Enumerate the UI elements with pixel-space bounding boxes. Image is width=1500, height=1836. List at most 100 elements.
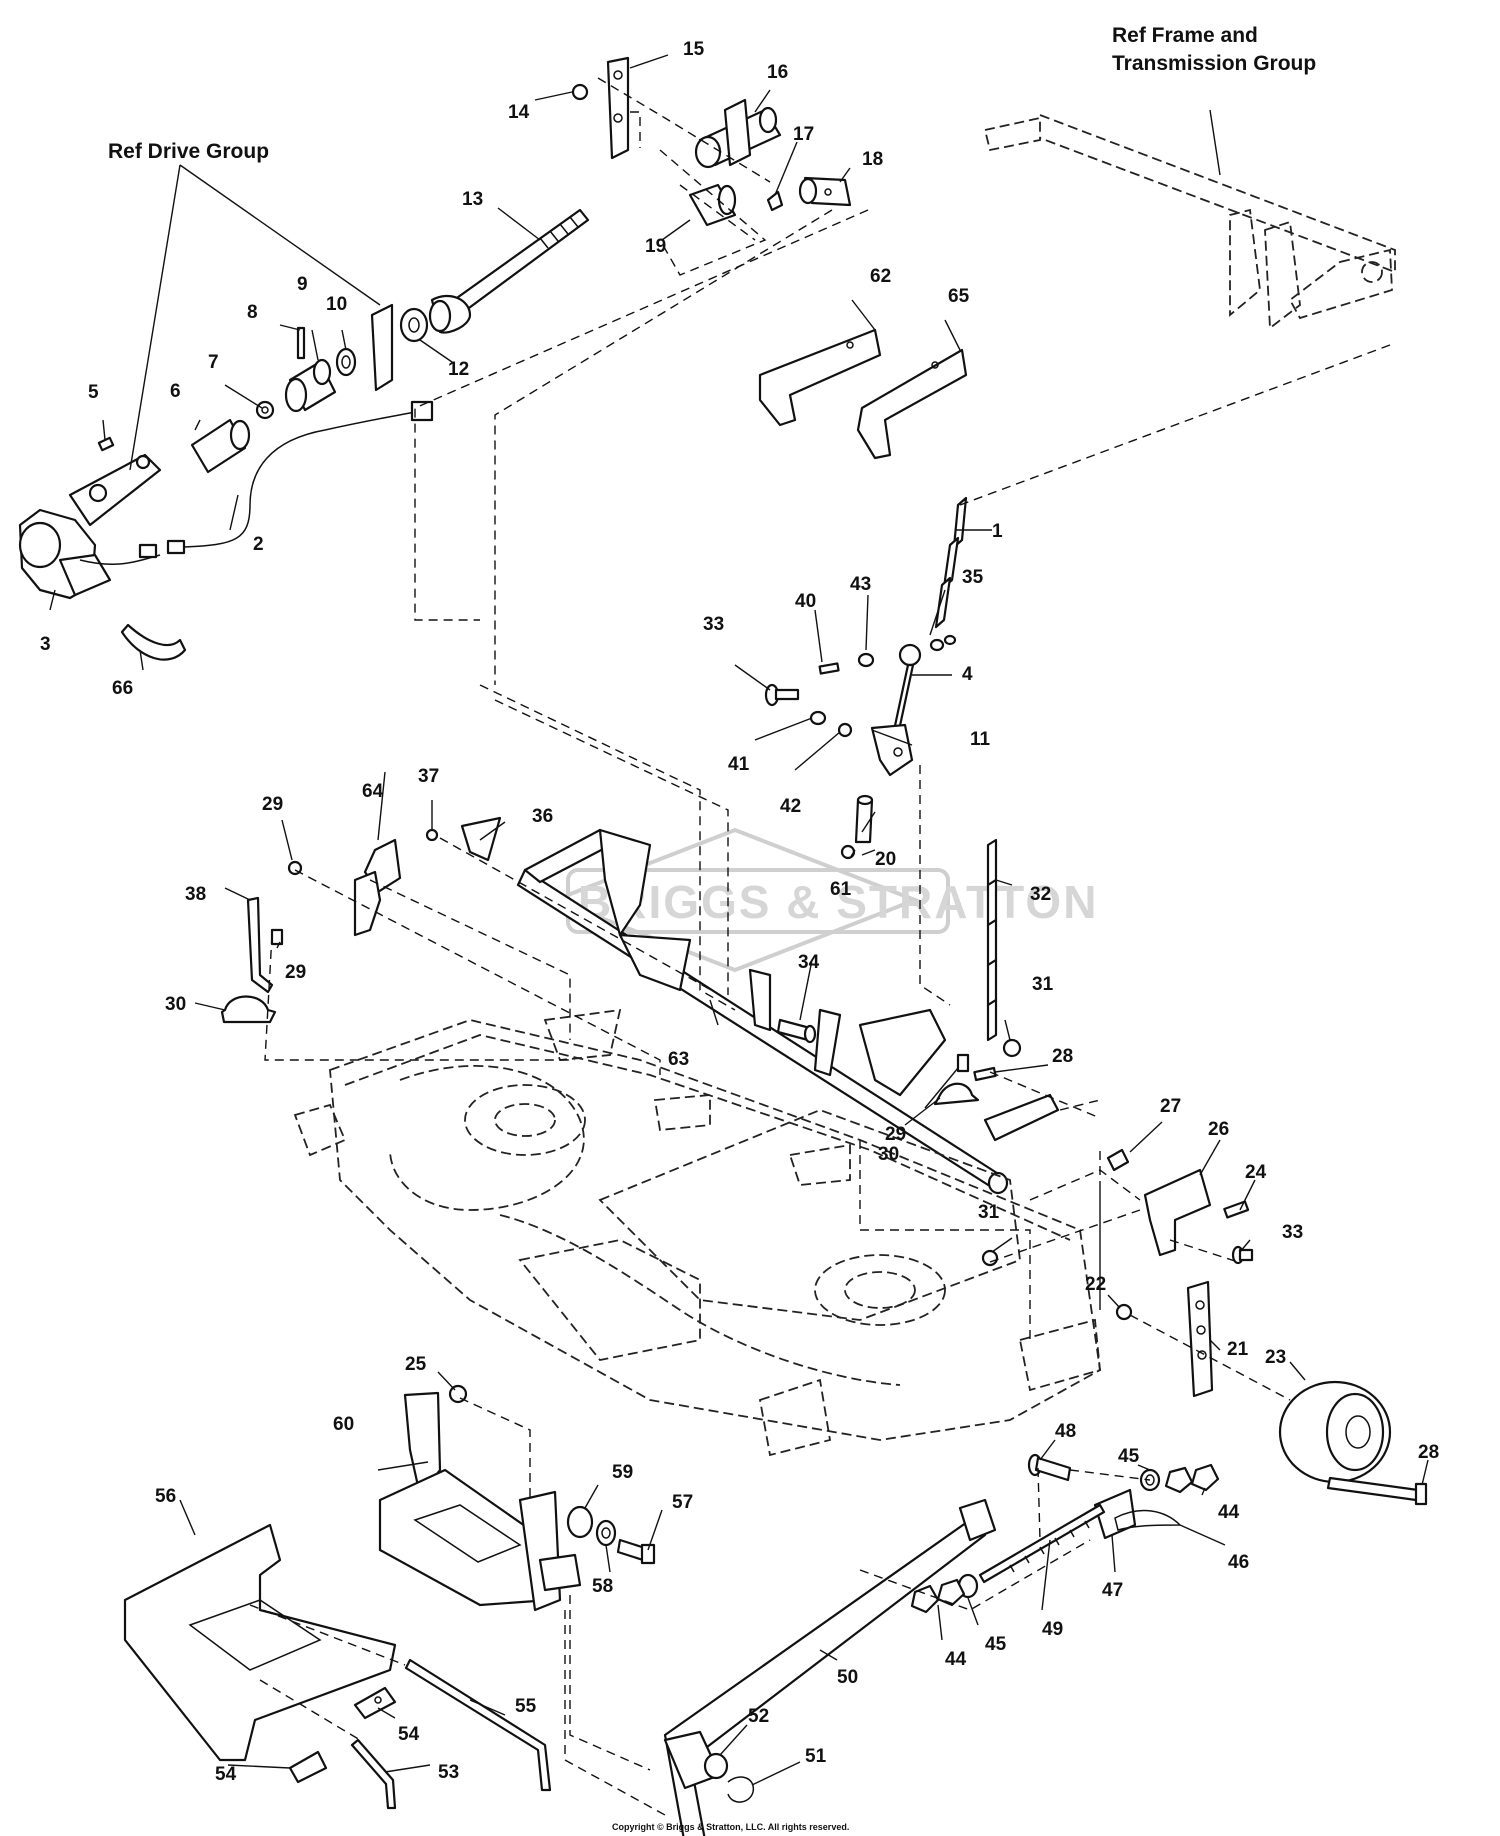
callout-54-lower: 54: [215, 1764, 237, 1785]
bolt-34-part: [776, 1018, 817, 1044]
latch-47-part: [1093, 1488, 1137, 1540]
callout-54: 54: [398, 1724, 420, 1745]
callout-10: 10: [326, 294, 347, 315]
callout-8: 8: [247, 302, 258, 323]
ref-frame-label-line1: Ref Frame and: [1112, 24, 1258, 47]
swivel-part: [798, 176, 852, 207]
wheel-bracket-21: [1186, 1280, 1214, 1398]
callout-42: 42: [780, 796, 801, 817]
chain-1-part: [934, 496, 968, 629]
callout-18: 18: [862, 149, 883, 170]
washer-43-part: [857, 652, 875, 668]
callout-52: 52: [748, 1706, 769, 1727]
electric-actuator-motor: [18, 453, 162, 600]
nut-7-part: [255, 400, 275, 420]
washer-35-part: [929, 634, 957, 652]
alignment-lines: [249, 77, 1391, 1816]
callout-49: 49: [1042, 1619, 1063, 1640]
callout-51: 51: [805, 1746, 827, 1767]
wire-harness: [79, 400, 434, 566]
callout-55: 55: [515, 1696, 537, 1717]
callout-32: 32: [1030, 884, 1051, 905]
callout-64: 64: [362, 781, 384, 802]
callout-30-right: 30: [878, 1144, 899, 1165]
bolt-57-part: [616, 1538, 656, 1565]
cotter-27-part: [1106, 1148, 1130, 1172]
callout-7: 7: [208, 352, 219, 373]
callout-44-lower: 44: [945, 1649, 967, 1670]
spacer-19-part: [688, 183, 737, 227]
coupler-part: [190, 418, 251, 474]
wheel-bolt-28: [1326, 1476, 1428, 1506]
callout-61: 61: [830, 879, 852, 900]
hanger-bracket-60: [378, 1391, 582, 1612]
callout-14: 14: [508, 102, 530, 123]
callout-25: 25: [405, 1354, 427, 1375]
trunnion-part: [694, 98, 782, 169]
callouts: 1 2 3 4 5 6 7 8 9 10 11 12 13 14 15 16 1…: [40, 39, 1439, 1785]
ref-drive-group-label: Ref Drive Group: [108, 140, 269, 163]
clip-54-upper-part: [353, 1686, 397, 1720]
callout-53: 53: [438, 1762, 459, 1783]
pin-53-part: [350, 1738, 397, 1810]
callout-26: 26: [1208, 1119, 1229, 1140]
leader-lines: [49, 54, 1429, 1786]
spring-49-part: [978, 1503, 1106, 1584]
mount-plate-56: [123, 1523, 397, 1762]
gauge-bracket-65: [856, 348, 968, 460]
callout-45: 45: [1118, 1446, 1140, 1467]
clip-51-part: [727, 1776, 755, 1803]
bushing-59-part: [566, 1505, 594, 1539]
callout-11: 11: [970, 729, 991, 750]
callout-58: 58: [592, 1576, 613, 1597]
callout-41: 41: [728, 754, 750, 775]
chain-32-part: [986, 838, 998, 1042]
rod-55-part: [404, 1658, 552, 1792]
clip-66-part: [120, 623, 187, 661]
callout-40: 40: [795, 591, 816, 612]
nut-22-part: [1115, 1303, 1133, 1321]
callout-29-mid: 29: [285, 962, 306, 983]
eye-bolt-part: [891, 643, 922, 737]
callout-29-right: 29: [885, 1124, 906, 1145]
callout-19: 19: [645, 236, 666, 257]
nut-61-part: [840, 844, 856, 860]
callout-5: 5: [88, 382, 99, 403]
wheel-bracket-26: [1143, 1168, 1212, 1257]
nut-31-upper-part: [1002, 1038, 1022, 1058]
gauge-wheel-23: [1278, 1380, 1392, 1484]
callout-12: 12: [448, 359, 469, 380]
nuts-44-upper-part: [1164, 1463, 1220, 1494]
callout-20: 20: [875, 849, 896, 870]
bracket-11-part: [870, 723, 914, 777]
ref-frame-label-line2: Transmission Group: [1112, 52, 1316, 75]
callout-13: 13: [462, 189, 483, 210]
callout-23: 23: [1265, 1347, 1286, 1368]
callout-59: 59: [612, 1462, 633, 1483]
callout-24: 24: [1245, 1162, 1267, 1183]
callout-3: 3: [40, 634, 51, 655]
screw-37-part: [425, 828, 439, 842]
nut-14-part: [571, 83, 589, 101]
screw-29-right-part: [956, 1053, 970, 1073]
callout-35: 35: [962, 567, 984, 588]
callout-34: 34: [798, 952, 820, 973]
callout-60: 60: [333, 1414, 354, 1435]
clip-54-lower-part: [288, 1750, 328, 1784]
callout-1: 1: [992, 521, 1003, 542]
bolt-33-upper-part: [764, 683, 800, 707]
callout-28-wheel: 28: [1418, 1442, 1439, 1463]
nut-42-part: [837, 722, 853, 738]
screw-40-part: [818, 662, 840, 675]
callout-63: 63: [668, 1049, 689, 1070]
callout-27: 27: [1160, 1096, 1181, 1117]
callout-43: 43: [850, 574, 871, 595]
bracket-38-part: [246, 896, 274, 994]
washer-58-part: [595, 1519, 617, 1547]
drive-bracket: [370, 303, 394, 392]
washer-10-part: [335, 347, 357, 377]
screw-28-upper-part: [973, 1066, 997, 1082]
callout-22: 22: [1085, 1274, 1106, 1295]
nuts-44-lower-part: [910, 1578, 966, 1614]
